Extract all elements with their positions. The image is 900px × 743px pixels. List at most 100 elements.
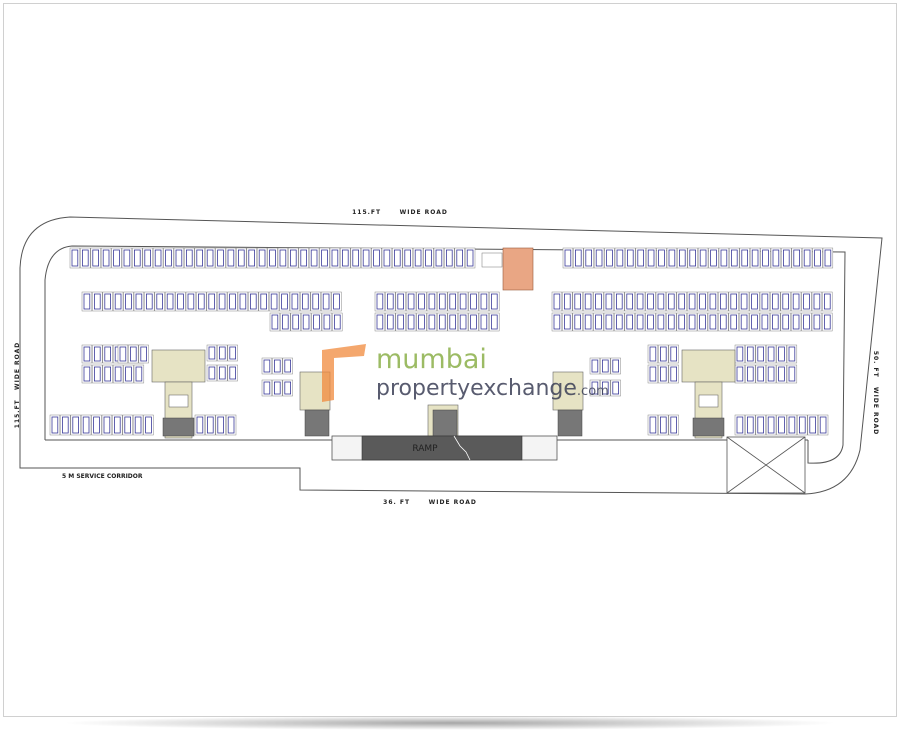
parking-stall — [206, 291, 217, 312]
tower-core — [681, 349, 736, 439]
parking-stall — [791, 247, 802, 269]
parking-stall — [801, 312, 812, 332]
parking-stall — [374, 312, 386, 332]
parking-stall — [173, 247, 185, 269]
ramp: RAMP — [331, 435, 558, 461]
parking-stall — [603, 291, 615, 312]
parking-stall — [572, 291, 583, 312]
parking-stall — [412, 247, 424, 269]
page-shadow — [60, 716, 840, 730]
parking-stall — [300, 291, 311, 312]
parking-stall — [280, 312, 291, 332]
parking-stall — [142, 247, 153, 269]
parking-stall — [332, 312, 343, 332]
parking-stall — [625, 247, 636, 269]
parking-stall — [755, 414, 766, 436]
parking-stall — [331, 291, 342, 312]
parking-stall — [658, 414, 669, 436]
parking-stall — [658, 364, 669, 384]
parking-stall — [686, 291, 698, 312]
parking-stall — [405, 312, 417, 332]
parking-stall — [117, 344, 129, 364]
parking-stall — [102, 291, 113, 312]
parking-stall — [321, 312, 333, 332]
parking-stall — [164, 291, 176, 312]
parking-stall — [738, 291, 750, 312]
parking-stall — [320, 291, 332, 312]
parking-stall — [100, 247, 112, 269]
parking-stall — [329, 247, 341, 269]
parking-stall — [604, 247, 615, 269]
parking-stall — [759, 312, 771, 332]
parking-stall — [666, 247, 678, 269]
parking-stall — [374, 291, 386, 312]
parking-stall — [634, 312, 646, 332]
parking-stall — [246, 247, 257, 269]
parking-stall — [81, 291, 93, 312]
parking-stall — [786, 414, 798, 436]
parking-stall — [194, 414, 206, 436]
tower-core — [552, 371, 584, 437]
parking-stall — [123, 291, 134, 312]
parking-stall — [217, 364, 228, 382]
parking-stall — [729, 247, 740, 269]
parking-stall — [248, 291, 259, 312]
service-area — [726, 436, 806, 494]
parking-stall — [614, 247, 626, 269]
parking-stall — [196, 291, 207, 312]
parking-stall — [593, 247, 605, 269]
parking-stall — [447, 312, 458, 332]
parking-stall — [90, 247, 101, 269]
parking-stall — [645, 291, 656, 312]
parking-stall — [80, 414, 92, 436]
parking-stall — [92, 364, 103, 384]
parking-stall — [707, 312, 719, 332]
parking-stall — [123, 364, 134, 384]
parking-stall — [402, 247, 413, 269]
parking-stall — [225, 414, 237, 436]
parking-stall — [572, 312, 583, 332]
parking-stall — [749, 247, 761, 269]
parking-stall — [128, 344, 139, 364]
parking-stall — [645, 247, 657, 269]
parking-stall — [728, 291, 739, 312]
parking-stall — [811, 291, 823, 312]
parking-stall — [770, 312, 781, 332]
parking-stall — [776, 414, 787, 436]
road-label-top: 115.FT WIDE ROAD — [352, 209, 448, 216]
parking-stall — [138, 344, 149, 364]
parking-stall — [112, 364, 124, 384]
parking-stall — [132, 247, 143, 269]
parking-stall — [718, 247, 730, 269]
parking-stall — [277, 247, 289, 269]
parking-stall — [269, 312, 281, 332]
parking-stall — [133, 364, 145, 384]
parking-stall — [822, 291, 833, 312]
parking-stall — [755, 364, 766, 384]
tower-core — [151, 349, 206, 439]
parking-stall — [395, 312, 406, 332]
parking-stalls — [49, 247, 834, 436]
parking-stall — [206, 344, 218, 362]
parking-stall — [635, 247, 646, 269]
parking-stall — [708, 247, 719, 269]
parking-stall — [225, 247, 237, 269]
parking-stall — [308, 247, 320, 269]
parking-stall — [282, 357, 293, 375]
parking-stall — [152, 247, 164, 269]
parking-stall — [600, 357, 611, 375]
parking-stall — [780, 291, 791, 312]
parking-stall — [468, 312, 479, 332]
parking-stall — [133, 291, 145, 312]
logo-line1: mumbai — [376, 344, 487, 375]
parking-stall — [437, 291, 448, 312]
parking-stall — [760, 247, 771, 269]
parking-stall — [185, 291, 197, 312]
parking-stall — [781, 247, 792, 269]
parking-stall — [175, 291, 186, 312]
parking-stall — [645, 312, 656, 332]
parking-stall — [634, 291, 646, 312]
parking-stall — [289, 291, 301, 312]
logo-bracket-icon — [322, 344, 366, 402]
parking-stall — [801, 291, 812, 312]
